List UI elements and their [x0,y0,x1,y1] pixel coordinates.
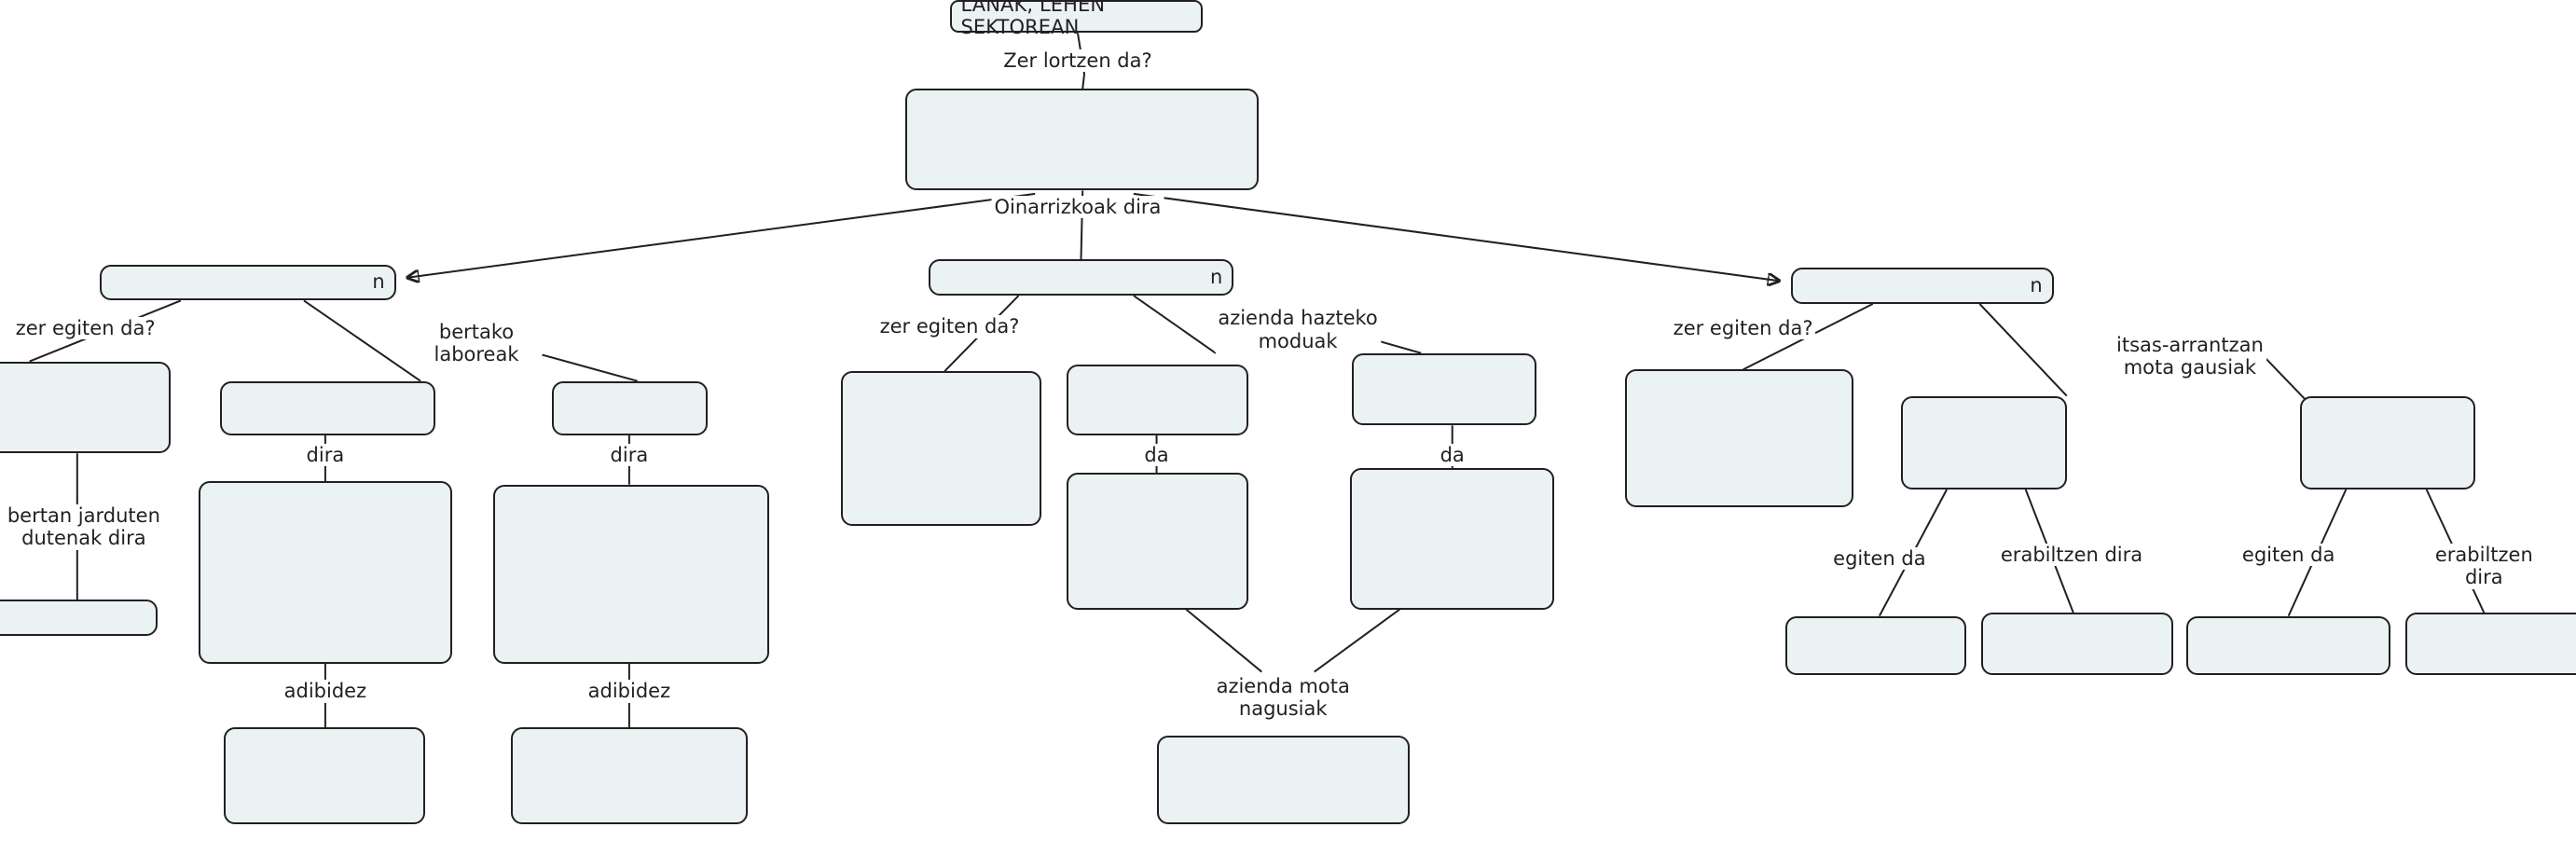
node-l-b3[interactable] [223,727,426,825]
node-l-b2[interactable] [199,481,452,664]
node-n-center[interactable]: n [928,259,1234,296]
node-l-c2[interactable] [492,484,769,664]
edge-label-el-erabiltzen-2: erabiltzen dira [2431,544,2536,589]
node-c-c1[interactable] [1352,352,1536,426]
edge-label-el-adibidez-1: adibidez [281,680,370,703]
edge-label-el-itsas: itsas-arrantzan mota gausiak [2114,333,2266,379]
node-r-b3[interactable] [1981,613,2174,676]
node-r-c2[interactable] [2186,615,2390,676]
edge-label-el-dira-2: dira [607,443,652,467]
node-r-c1[interactable] [2299,395,2476,489]
node-l-c3[interactable] [511,727,748,825]
node-r-c3[interactable] [2404,613,2576,676]
edge-label-el-da-1: da [1141,443,1172,467]
node-l-c1[interactable] [552,380,709,435]
edge-label-el-da-2: da [1437,443,1467,467]
edge-label-el-dira-1: dira [303,443,348,467]
edge-label-el-zer-lortzen: Zer lortzen da? [1000,48,1155,73]
edge-label-el-bertan: bertan jarduten dutenak dira [4,503,163,550]
node-c-b1[interactable] [1066,365,1249,435]
edge-label-el-left-zer: zer egiten da? [12,317,158,340]
edge-label-el-egiten-da-1: egiten da [1830,546,1929,570]
edge-l-b1-t-to-l-c1 [542,355,637,381]
edge-label-el-right-zer: zer egiten da? [1670,317,1816,340]
node-l-b1[interactable] [220,380,435,435]
node-r-b1[interactable] [1900,395,2067,489]
edge-label-el-egiten-da-2: egiten da [2239,544,2338,567]
edge-label-el-adibidez-2: adibidez [585,680,674,703]
node-r-a1[interactable] [1624,369,1853,508]
node-n-left[interactable]: n [100,264,396,301]
edge-label-el-erabiltzen-1: erabiltzen dira [1997,544,2146,567]
node-r-b2[interactable] [1785,615,1967,676]
node-c-a1[interactable] [841,371,1042,526]
node-c-d1[interactable] [1156,736,1410,825]
node-n-right[interactable]: n [1790,268,2054,304]
node-c-c2[interactable] [1350,468,1554,610]
node-l-a1[interactable] [0,361,172,454]
edge-label-el-center-zer: zer egiten da? [876,315,1023,338]
edge-label-el-azienda-mota: azienda mota nagusiak [1213,675,1353,721]
edge-n-center-to-c-b1 [1134,296,1216,353]
edge-label-el-azienda-hazteko: azienda hazteko moduak [1215,307,1381,353]
edge-label-el-bertako: bertako laboreak [431,320,522,366]
edge-c-c2-to-c-d1 [1315,610,1400,672]
edge-n-left-to-l-b1 [304,300,420,380]
edge-label-el-oinarrizkoak: Oinarrizkoak dira [991,195,1164,218]
edge-r-itsas-to-r-c1 [2264,356,2305,399]
node-l-a2[interactable] [0,600,158,636]
node-root[interactable]: LANAK, LEHEN SEKTOREAN [949,0,1203,37]
edge-c-b2-to-c-d1 [1186,610,1261,672]
node-n-main[interactable] [904,89,1259,191]
edge-n-right-to-r-b1 [1979,304,2066,396]
node-c-b2[interactable] [1066,473,1249,610]
